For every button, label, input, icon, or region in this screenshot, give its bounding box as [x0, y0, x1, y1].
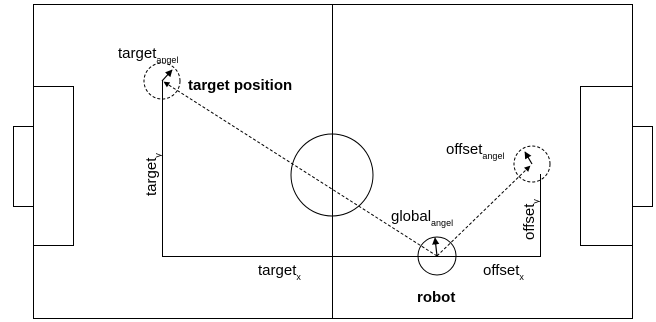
label-offset-x: offsetx [483, 262, 524, 282]
coordinate-lines [162, 80, 541, 257]
offset-dashed-circle [513, 145, 551, 183]
target-marker [143, 62, 181, 100]
right-goal [632, 126, 653, 207]
label-target-angle: targetangel [118, 45, 178, 65]
left-penalty-area [33, 86, 74, 246]
label-offset-y: offsety [521, 199, 541, 240]
right-penalty-area [580, 86, 633, 246]
target-angle-arrow [161, 69, 173, 82]
robot-to-offset-vector [436, 165, 531, 257]
global-angle-arrow [432, 237, 440, 257]
label-target-x: targetx [258, 262, 301, 282]
label-target-position: target position [188, 77, 292, 94]
robot-marker [417, 236, 457, 276]
dashed-vectors [163, 81, 531, 257]
label-robot: robot [417, 289, 455, 306]
offset-angle-arrow [524, 151, 533, 165]
left-goal [13, 126, 34, 207]
label-offset-angle: offsetangel [446, 141, 504, 161]
offset-marker [513, 145, 551, 183]
center-circle [290, 133, 374, 217]
field-markings [13, 4, 653, 319]
label-global-angle: globalangel [391, 208, 453, 228]
target-dashed-circle [143, 62, 181, 100]
robot-circle [417, 236, 457, 276]
label-target-y: targety [143, 153, 163, 196]
robot-to-target-vector [163, 81, 438, 257]
